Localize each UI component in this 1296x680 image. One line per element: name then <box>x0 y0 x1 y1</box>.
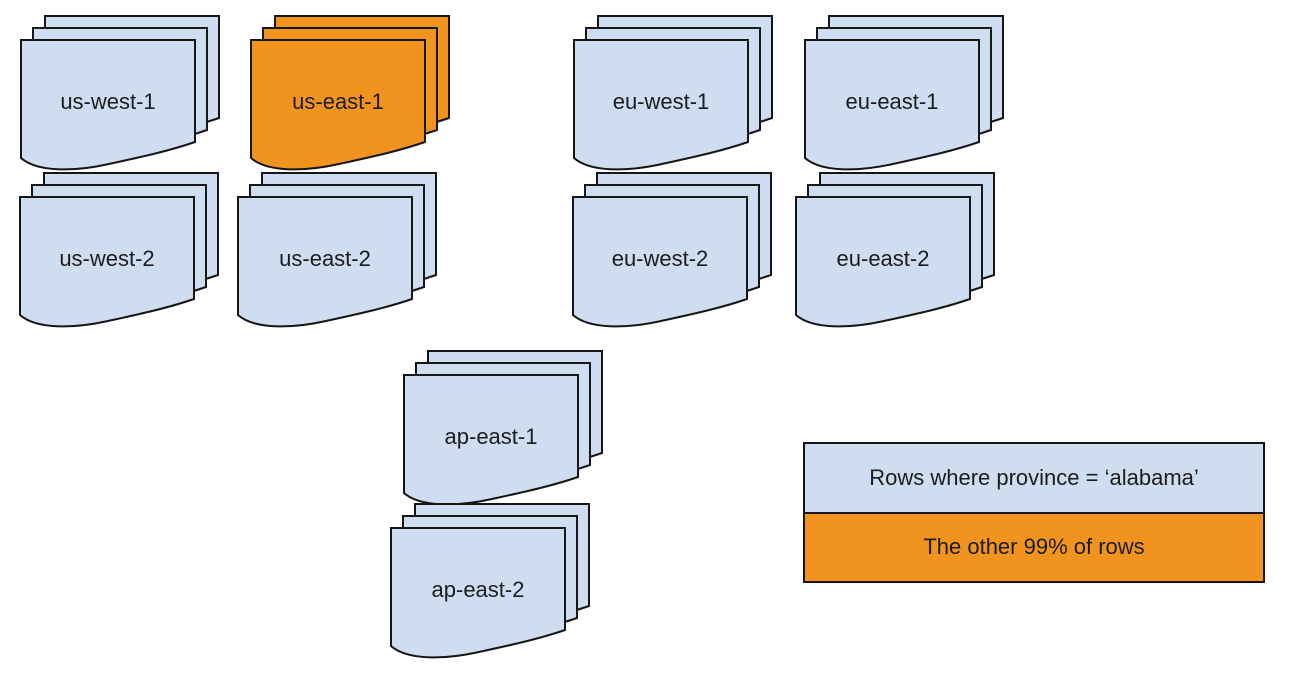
legend-row-other-rows-label: The other 99% of rows <box>923 534 1145 560</box>
region-label: ap-east-1 <box>445 424 538 449</box>
document-shape <box>403 374 579 506</box>
region-label: eu-west-1 <box>613 89 710 114</box>
document-shape <box>20 39 196 171</box>
region-label: us-east-2 <box>279 246 371 271</box>
document-shape <box>19 196 195 328</box>
region-stack-us-east-2: us-east-2 <box>237 172 439 332</box>
region-stack-eu-west-1: eu-west-1 <box>573 15 775 175</box>
document-shape <box>804 39 980 171</box>
region-stack-ap-east-1: ap-east-1 <box>403 350 605 510</box>
document-shape <box>572 196 748 328</box>
region-stack-us-west-2: us-west-2 <box>19 172 221 332</box>
region-label: eu-east-2 <box>837 246 930 271</box>
legend: Rows where province = ‘alabama’ The othe… <box>803 442 1265 583</box>
region-label: us-east-1 <box>292 89 384 114</box>
region-label: us-west-1 <box>60 89 155 114</box>
legend-row-alabama: Rows where province = ‘alabama’ <box>805 444 1263 512</box>
region-label: us-west-2 <box>59 246 154 271</box>
region-stack-ap-east-2: ap-east-2 <box>390 503 592 663</box>
region-label: eu-east-1 <box>846 89 939 114</box>
document-shape <box>237 196 413 328</box>
region-stack-eu-west-2: eu-west-2 <box>572 172 774 332</box>
legend-row-alabama-label: Rows where province = ‘alabama’ <box>869 464 1199 490</box>
region-label: ap-east-2 <box>432 577 525 602</box>
document-shape <box>390 527 566 659</box>
region-stack-eu-east-1: eu-east-1 <box>804 15 1006 175</box>
legend-row-other-rows: The other 99% of rows <box>805 511 1263 581</box>
document-shape <box>250 39 426 171</box>
region-stack-us-east-1: us-east-1 <box>250 15 452 175</box>
document-shape <box>795 196 971 328</box>
document-shape <box>573 39 749 171</box>
region-stack-eu-east-2: eu-east-2 <box>795 172 997 332</box>
region-stack-us-west-1: us-west-1 <box>20 15 222 175</box>
region-label: eu-west-2 <box>612 246 709 271</box>
